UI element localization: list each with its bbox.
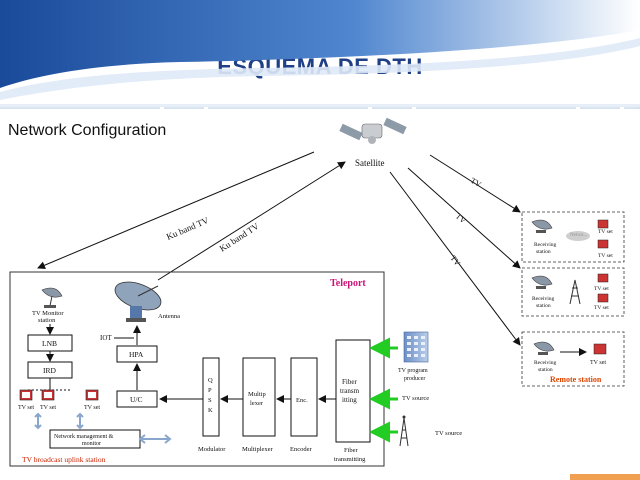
network-cloud-icon (566, 231, 590, 241)
multiplexer-box-label-1: Multip (248, 391, 266, 398)
tv-set-icon-1 (19, 389, 33, 401)
multiplexer-box-label-2: lexer (250, 400, 264, 407)
tv-link-3 (389, 171, 521, 346)
tv-set-icon-3 (85, 389, 99, 401)
tv-link-label-2: TV (454, 212, 468, 226)
receiving-label-3b: station (538, 367, 553, 373)
remote-station-3-frame (521, 331, 625, 387)
remote-tower-icon (569, 279, 581, 305)
remote3-tv-set-a: TV set (590, 360, 606, 366)
encoder-box (290, 357, 318, 437)
header-swoosh (0, 0, 640, 109)
hpa-box (116, 345, 158, 363)
downlink-arrow (37, 151, 315, 269)
producer-label-2: producer (404, 376, 425, 382)
receiving-label-2b: station (536, 303, 551, 309)
tv-set-icon-r1b (597, 239, 609, 249)
network-management-label: Network management & (54, 434, 114, 440)
tv-monitor-label-2: station (38, 317, 56, 324)
fiber-box (335, 339, 371, 443)
teleport-title: Teleport (330, 278, 366, 289)
receiving-dish-icon-1 (531, 219, 553, 233)
tv-set-label-2: TV set (40, 405, 56, 411)
tv-set-icon-2 (41, 389, 55, 401)
tv-set-icon-r1a (597, 219, 609, 229)
ku-band-label-left: Ku band TV (165, 215, 211, 242)
lnb-label: LNB (42, 339, 57, 348)
network-management-label-2: monitor (82, 441, 101, 447)
receiving-label-1a: Receiving (534, 242, 557, 248)
ku-band-label-right: Ku band TV (218, 221, 261, 254)
producer-label-1: TV program (398, 368, 428, 374)
building-icon (403, 331, 429, 363)
satellite-label: Satellite (355, 158, 385, 168)
remote2-tv-set-b: TV set (594, 305, 609, 311)
remote1-tv-set-b: TV set (598, 253, 613, 259)
uplink-arrow (157, 161, 346, 281)
tv-set-icon-r3a (593, 343, 607, 355)
tv-link-1 (429, 154, 521, 213)
tv-set-label-1: TV set (18, 405, 34, 411)
qpsk-letter-s: S (208, 397, 212, 404)
tv-monitor-dish-icon (41, 287, 63, 308)
ird-label: IRD (43, 366, 57, 375)
qpsk-letter-q: Q (208, 377, 213, 384)
fiber-box-label-2: transm (340, 387, 360, 395)
uplink-station-label: TV broadcast uplink station (22, 455, 106, 464)
tv-set-icon-r2a (597, 273, 609, 283)
tv-source-label-1: TV source (402, 395, 429, 402)
modulator-label: Modulator (198, 446, 226, 453)
tv-monitor-label: TV Monitor (32, 310, 64, 317)
encoder-box-label: Enc. (296, 397, 308, 404)
tv-set-label-3: TV set (84, 405, 100, 411)
tower-icon (399, 415, 409, 447)
receiving-label-3a: Receiving (534, 360, 557, 366)
qpsk-box (202, 357, 220, 437)
remote1-tv-set-a: TV set (598, 229, 613, 235)
remote2-tv-set-a: TV set (594, 286, 609, 292)
tv-set-icon-r2b (597, 293, 609, 303)
remote-station-title: Remote station (550, 375, 602, 384)
receiving-dish-icon-2 (531, 275, 553, 289)
remote-station-2-frame (521, 267, 625, 317)
qpsk-letter-p: P (208, 387, 212, 394)
qpsk-letter-k: K (208, 407, 213, 414)
hpa-label: HPA (129, 350, 144, 359)
uc-label: U/C (130, 395, 143, 404)
multiplexer-box (242, 357, 276, 437)
fiber-box-label-3: itting (342, 396, 357, 404)
multiplexer-label: Multiplexer (242, 446, 274, 453)
uc-box (116, 390, 158, 408)
fiber-label-1: Fiber (344, 447, 359, 454)
remote-station-1-frame (521, 211, 625, 263)
tv-source-label-2: TV source (435, 430, 462, 437)
footer-accent (570, 474, 640, 480)
network-configuration-heading: Network Configuration (8, 122, 167, 139)
iot-label: IOT (100, 334, 112, 342)
receiving-dish-icon-3 (533, 341, 555, 355)
uplink-antenna-icon (114, 281, 162, 322)
satellite-icon (339, 117, 407, 144)
fiber-box-label-1: Fiber (342, 378, 357, 386)
tv-link-2 (407, 167, 521, 269)
receiving-label-2a: Receiving (532, 296, 555, 302)
fiber-label-2: transmitting (334, 456, 366, 463)
teleport-frame (9, 271, 385, 467)
receiving-label-1b: station (536, 249, 551, 255)
encoder-label: Encoder (290, 446, 312, 453)
antenna-label: Antenna (158, 313, 180, 320)
